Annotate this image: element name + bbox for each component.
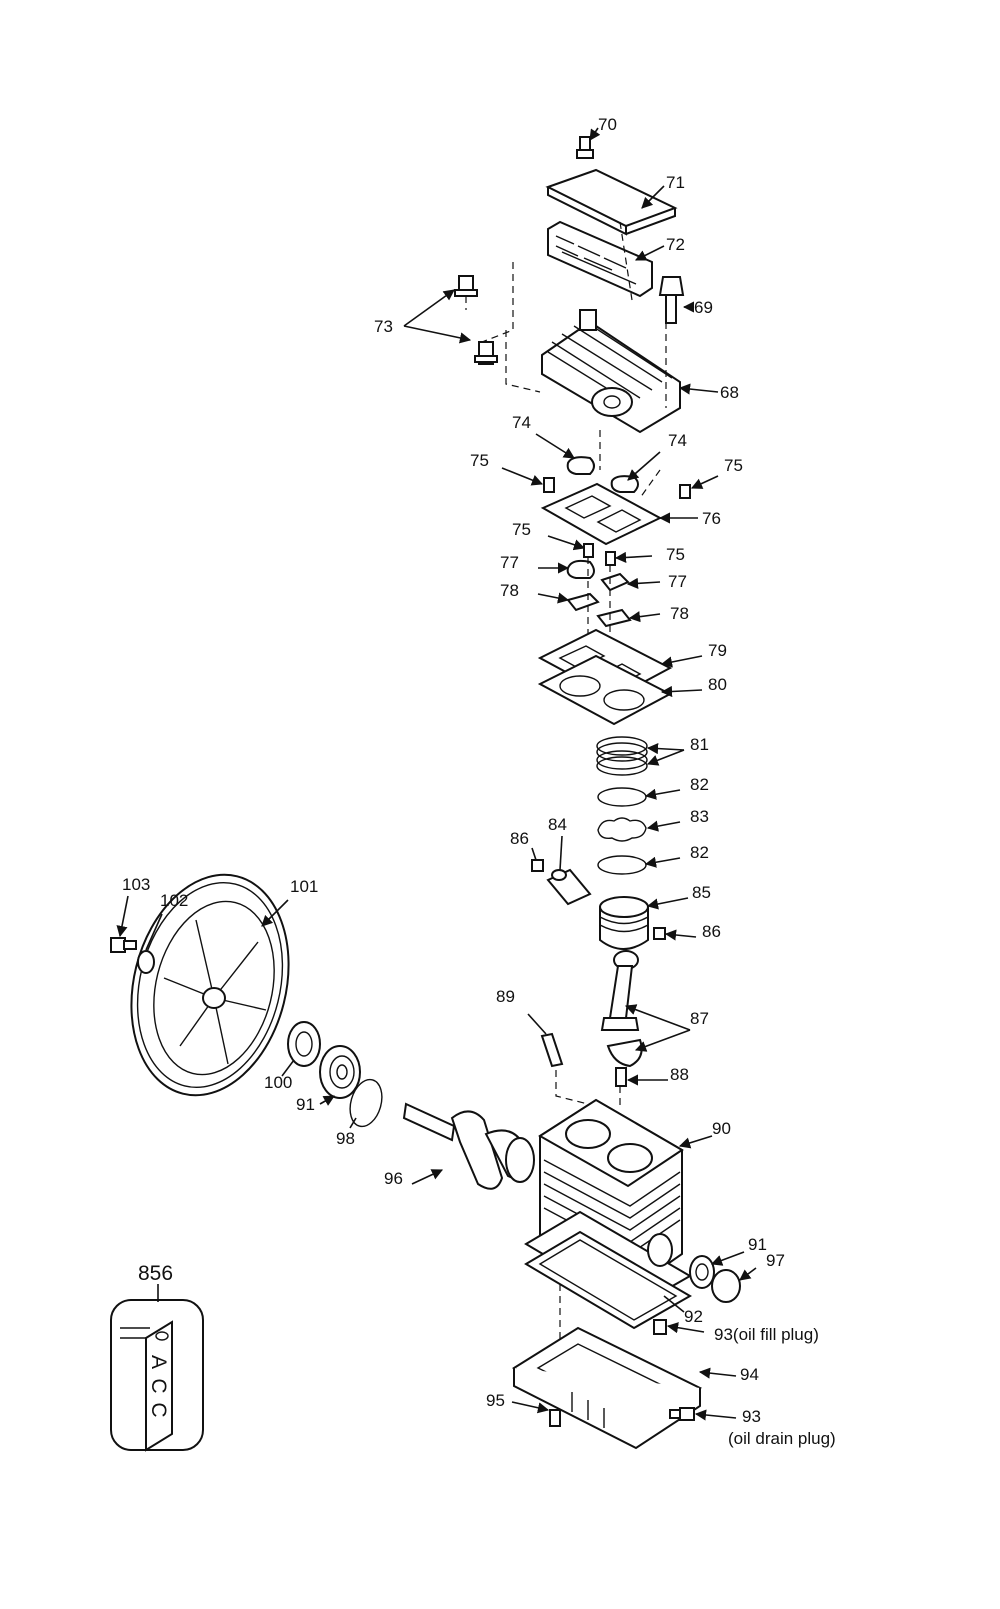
label-89: 89 <box>496 987 515 1006</box>
label-856: 856 <box>138 1262 173 1285</box>
part-91-bearing <box>319 1045 361 1099</box>
part-78-reed-left <box>566 592 600 612</box>
part-93-oil-fill-plug <box>653 1319 667 1335</box>
part-73-fitting-lower <box>474 341 498 365</box>
decal-letter: C <box>147 1378 170 1393</box>
label-97: 97 <box>766 1251 785 1270</box>
label-79: 79 <box>708 641 727 660</box>
part-100-seal <box>287 1021 321 1067</box>
part-85-piston <box>599 896 649 950</box>
label-72: 72 <box>666 235 685 254</box>
part-102-washer <box>137 950 155 974</box>
label-91-left: 91 <box>296 1095 315 1114</box>
label-68: 68 <box>720 383 739 402</box>
part-86-pin-clip-right <box>653 927 666 940</box>
part-87-connecting-rod <box>600 950 640 1031</box>
label-83: 83 <box>690 807 709 826</box>
label-86-left: 86 <box>510 829 529 848</box>
label-75-right: 75 <box>724 456 743 475</box>
label-93-oil-fill: 93(oil fill plug) <box>714 1325 819 1344</box>
label-87: 87 <box>690 1009 709 1028</box>
label-76: 76 <box>702 509 721 528</box>
part-69-bolt <box>658 276 685 324</box>
part-86-pin-clip-left <box>531 859 544 872</box>
part-77-reed-left <box>566 559 595 579</box>
part-81-piston-rings <box>596 736 648 776</box>
part-94-base-pan <box>511 1326 703 1450</box>
part-78-reed-right <box>596 608 632 628</box>
part-95-screw <box>549 1409 561 1427</box>
label-86-right: 86 <box>702 922 721 941</box>
label-81: 81 <box>690 735 709 754</box>
label-92: 92 <box>684 1307 703 1326</box>
label-84: 84 <box>548 815 567 834</box>
label-103: 103 <box>122 875 150 894</box>
part-71-cover-plate <box>545 168 678 236</box>
label-82-upper: 82 <box>690 775 709 794</box>
part-82-ring-upper <box>597 787 647 807</box>
part-74-keeper-right <box>610 475 639 493</box>
label-78-right: 78 <box>670 604 689 623</box>
part-103-bolt <box>110 937 137 953</box>
part-93-oil-drain-plug <box>669 1407 695 1421</box>
label-100: 100 <box>264 1073 292 1092</box>
label-85: 85 <box>692 883 711 902</box>
label-101: 101 <box>290 877 318 896</box>
label-77-left: 77 <box>500 553 519 572</box>
part-75-screw-center-left <box>583 543 594 558</box>
label-93-oil-drain-note: (oil drain plug) <box>728 1429 836 1448</box>
part-97-cover <box>711 1269 741 1303</box>
label-74-right: 74 <box>668 431 687 450</box>
label-80: 80 <box>708 675 727 694</box>
label-90: 90 <box>712 1119 731 1138</box>
label-96: 96 <box>384 1169 403 1188</box>
part-73-fitting-upper <box>454 275 478 297</box>
part-91-bearing-right <box>689 1255 715 1289</box>
label-69: 69 <box>694 298 713 317</box>
part-88-rod-bolt <box>615 1067 627 1087</box>
part-75-screw-center-right <box>605 551 616 566</box>
label-88: 88 <box>670 1065 689 1084</box>
label-77-right: 77 <box>668 572 687 591</box>
part-89-dowel-pin <box>540 1032 564 1068</box>
leader-lines <box>116 127 757 1421</box>
decal-letter: A <box>147 1355 170 1369</box>
label-82-lower: 82 <box>690 843 709 862</box>
label-102: 102 <box>160 891 188 910</box>
label-73: 73 <box>374 317 393 336</box>
label-93-oil-drain: 93 <box>742 1407 761 1426</box>
part-75-screw-left <box>543 477 555 493</box>
label-98: 98 <box>336 1129 355 1148</box>
label-78-left: 78 <box>500 581 519 600</box>
part-87-rod-cap <box>606 1038 643 1068</box>
part-75-screw-right <box>679 484 691 499</box>
label-75-center-left: 75 <box>512 520 531 539</box>
part-856-decal: A C C <box>110 1299 204 1452</box>
part-98-o-ring <box>349 1078 383 1128</box>
part-84-wrist-pin <box>546 868 592 906</box>
part-96-crankshaft <box>402 1102 535 1190</box>
label-75-left: 75 <box>470 451 489 470</box>
label-91-right: 91 <box>748 1235 767 1254</box>
part-83-wave-ring <box>597 817 647 842</box>
part-68-cylinder-head <box>541 309 681 434</box>
part-70-bolt <box>576 136 594 159</box>
part-76-valve-plate <box>540 482 663 546</box>
decal-letter: C <box>147 1402 170 1417</box>
part-74-keeper-left <box>566 456 595 475</box>
part-77-reed-right <box>600 572 630 592</box>
part-72-baffle <box>547 220 653 298</box>
label-75-center-right: 75 <box>666 545 685 564</box>
label-74-left: 74 <box>512 413 531 432</box>
guide-line <box>465 221 667 499</box>
label-95: 95 <box>486 1391 505 1410</box>
label-94: 94 <box>740 1365 759 1384</box>
label-70: 70 <box>598 115 617 134</box>
label-71: 71 <box>666 173 685 192</box>
part-82-ring-lower <box>597 855 647 875</box>
part-92-gasket <box>524 1230 693 1330</box>
